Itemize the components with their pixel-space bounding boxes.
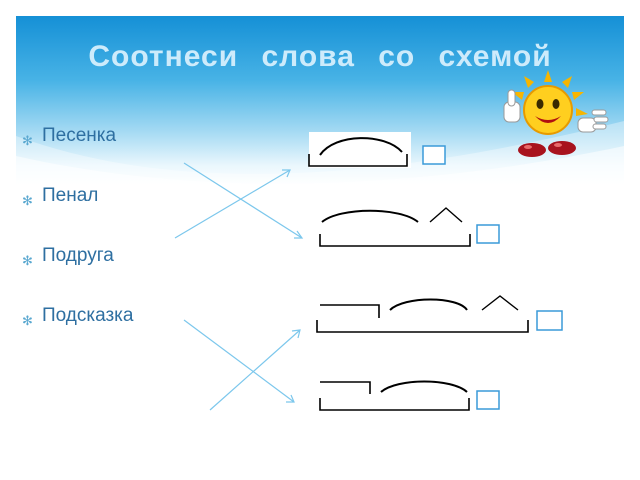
arrow-podruga <box>183 319 295 403</box>
base-bracket-icon <box>316 320 529 333</box>
scheme-2 <box>319 207 500 247</box>
answer-box-3[interactable] <box>536 310 563 331</box>
base-bracket-icon <box>319 234 471 247</box>
answer-box-1[interactable] <box>422 145 446 165</box>
arrowhead-penal <box>282 169 291 178</box>
word-label: Пенал <box>42 185 99 206</box>
scheme-4 <box>319 380 500 411</box>
word-label: Подсказка <box>42 305 134 326</box>
arrow-penal <box>174 169 291 239</box>
star-bullet-icon: ✻ <box>22 253 33 268</box>
scheme-1 <box>308 132 446 168</box>
prefix-mark-icon <box>320 304 380 318</box>
base-bracket-icon <box>308 154 408 167</box>
arrow-podskazka <box>209 329 301 411</box>
root-arc-icon <box>380 380 468 393</box>
arrowhead-podruga <box>286 394 295 403</box>
sky-background <box>16 16 624 186</box>
star-bullet-icon: ✻ <box>22 133 33 148</box>
star-bullet-icon: ✻ <box>22 193 33 208</box>
slide: Соотнеси слова со схемой <box>16 16 624 466</box>
word-item-podruga: ✻ Подруга <box>22 244 133 304</box>
word-item-podskazka: ✻ Подсказка <box>22 304 133 364</box>
scheme-3 <box>316 295 563 333</box>
suffix-caret-icon <box>429 207 463 223</box>
root-arc-icon <box>389 298 468 311</box>
root-arc-icon <box>319 137 403 156</box>
prefix-mark-icon <box>320 381 371 394</box>
arrowhead-pesenka <box>294 230 304 239</box>
answer-box-4[interactable] <box>476 390 500 410</box>
slide-title: Соотнеси слова со схемой <box>88 40 552 73</box>
word-list: ✻ Песенка ✻ Пенал ✻ Подруга ✻ Подсказка <box>22 124 133 364</box>
word-label: Песенка <box>42 125 117 146</box>
root-arc-icon <box>321 209 419 223</box>
smiling-sun-thumbs-up-icon <box>503 70 609 157</box>
suffix-caret-icon <box>481 295 519 311</box>
answer-box-2[interactable] <box>476 224 500 244</box>
arrow-pesenka <box>183 162 303 239</box>
word-item-pesenka: ✻ Песенка <box>22 124 133 184</box>
star-bullet-icon: ✻ <box>22 313 33 328</box>
word-item-penal: ✻ Пенал <box>22 184 133 244</box>
base-bracket-icon <box>319 398 470 411</box>
light-wave-decoration <box>16 121 624 186</box>
matching-arrows <box>174 162 304 411</box>
word-label: Подруга <box>42 245 114 266</box>
arrowhead-podskazka <box>291 329 301 339</box>
